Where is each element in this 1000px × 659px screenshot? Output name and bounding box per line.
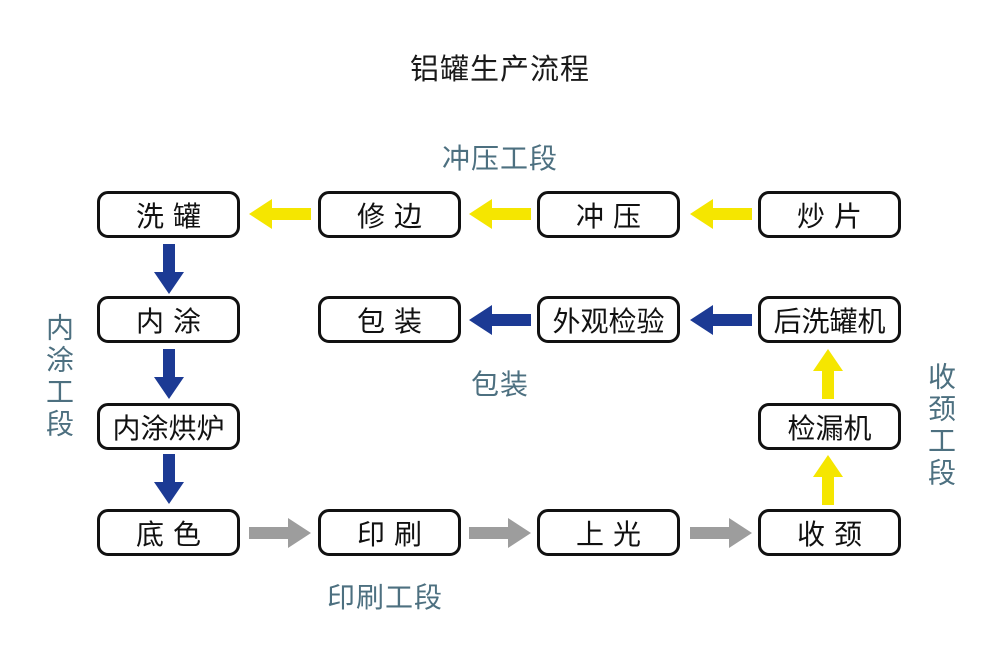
arrow-wash-can-to-inner-coating-icon [154, 244, 184, 294]
box-necking: 收 颈 [758, 509, 901, 556]
box-stamping: 冲 压 [537, 191, 680, 238]
section-label-inner-coating: 内涂工段 [42, 313, 75, 441]
box-wash-can: 洗 罐 [97, 191, 240, 238]
box-printing: 印 刷 [318, 509, 461, 556]
arrow-leak-detector-to-post-wash-icon [813, 349, 843, 399]
diagram-title: 铝罐生产流程 [409, 52, 590, 86]
box-packaging: 包 装 [318, 296, 461, 343]
arrow-base-color-to-printing-icon [249, 518, 311, 548]
section-label-printing: 印刷工段 [327, 581, 444, 614]
arrow-glazing-to-necking-icon [690, 518, 752, 548]
box-inner-coating: 内 涂 [97, 296, 240, 343]
box-inner-coating-oven: 内涂烘炉 [97, 403, 240, 450]
box-fry-sheet: 炒 片 [758, 191, 901, 238]
arrow-trim-edge-to-wash-can-icon [249, 199, 311, 229]
section-label-necking: 收颈工段 [924, 362, 957, 490]
section-label-stamping: 冲压工段 [441, 142, 558, 175]
arrow-oven-to-base-color-icon [154, 454, 184, 504]
arrow-stamping-to-trim-edge-icon [469, 199, 531, 229]
box-base-color: 底 色 [97, 509, 240, 556]
box-trim-edge: 修 边 [318, 191, 461, 238]
arrow-necking-to-leak-detector-icon [813, 455, 843, 505]
box-glazing: 上 光 [537, 509, 680, 556]
box-leak-detector: 检漏机 [758, 403, 901, 450]
arrow-fry-sheet-to-stamping-icon [690, 199, 752, 229]
arrow-printing-to-glazing-icon [469, 518, 531, 548]
box-appearance-inspection: 外观检验 [537, 296, 680, 343]
box-post-wash-machine: 后洗罐机 [758, 296, 901, 343]
arrow-post-wash-to-inspection-icon [690, 305, 752, 335]
arrow-inner-coating-to-oven-icon [154, 349, 184, 399]
section-label-packaging: 包装 [470, 368, 529, 401]
arrow-inspection-to-packaging-icon [469, 305, 531, 335]
